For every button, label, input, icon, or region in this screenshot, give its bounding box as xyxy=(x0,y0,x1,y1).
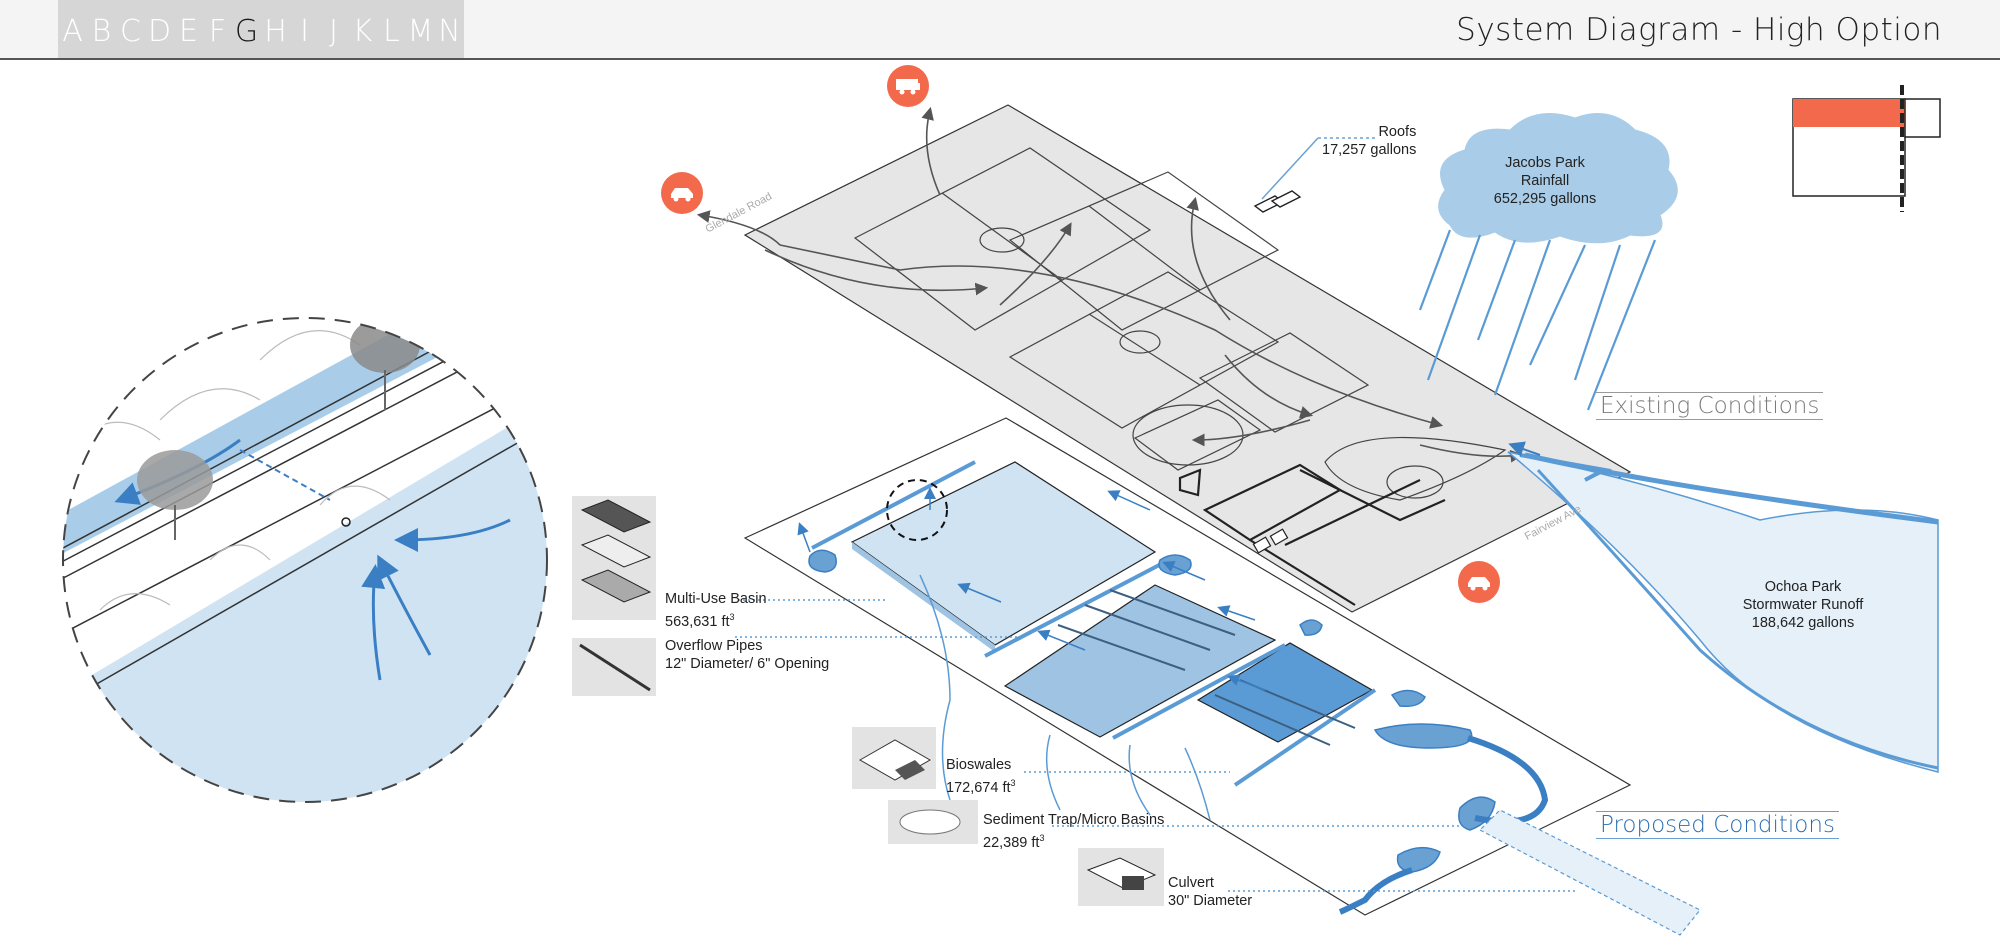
letter-tabs: A B C D E F G H I J K L M N xyxy=(58,0,464,58)
rainfall-line-3: 652,295 gallons xyxy=(1493,191,1597,207)
sediment-trap-label: Sediment Trap/Micro Basins 22,389 ft3 xyxy=(983,811,1164,852)
key-map xyxy=(1792,85,1941,212)
multi-use-basin-label: Multi-Use Basin 563,631 ft3 xyxy=(665,590,767,631)
proposed-plane xyxy=(743,417,1701,936)
car-icon xyxy=(1458,561,1500,603)
roofs-name: Roofs xyxy=(1378,124,1417,140)
rain-cloud xyxy=(1418,113,1678,411)
bioswales-unit-exponent: 3 xyxy=(1010,778,1016,788)
existing-plane xyxy=(696,104,1632,613)
overflow-name: Overflow Pipes xyxy=(665,638,763,654)
bioswales-label: Bioswales 172,674 ft3 xyxy=(946,756,1016,797)
tab-a[interactable]: A xyxy=(62,14,83,49)
tab-i[interactable]: I xyxy=(300,14,309,49)
basin-name: Multi-Use Basin xyxy=(665,591,767,607)
car-icon xyxy=(661,172,703,214)
sediment-name: Sediment Trap/Micro Basins xyxy=(983,812,1165,828)
culvert-name: Culvert xyxy=(1168,875,1214,891)
runoff-line-3: 188,642 gallons xyxy=(1751,615,1855,631)
overflow-pipes-label: Overflow Pipes 12" Diameter/ 6" Opening xyxy=(665,637,829,673)
rv-icon xyxy=(887,65,929,107)
tab-c[interactable]: C xyxy=(120,14,141,49)
basin-unit-exponent: 3 xyxy=(729,612,735,622)
runoff-line-1: Ochoa Park xyxy=(1764,579,1842,595)
culvert-value: 30" Diameter xyxy=(1168,893,1253,909)
basin-value: 563,631 ft xyxy=(665,613,730,630)
runoff-line-2: Stormwater Runoff xyxy=(1742,597,1864,613)
tab-k[interactable]: K xyxy=(352,14,373,49)
overflow-value: 12" Diameter/ 6" Opening xyxy=(665,656,830,672)
tab-g[interactable]: G xyxy=(234,14,259,49)
roofs-label: Roofs 17,257 gallons xyxy=(1322,123,1416,159)
ochoa-runoff xyxy=(1507,441,1939,773)
basin-layers-icon xyxy=(572,496,656,620)
bioswale-icon xyxy=(852,727,936,789)
sediment-unit-exponent: 3 xyxy=(1039,833,1045,843)
tab-h[interactable]: H xyxy=(264,14,287,49)
sediment-value: 22,389 ft xyxy=(983,834,1040,851)
culvert-icon xyxy=(1078,848,1164,906)
top-bar: A B C D E F G H I J K L M N System Diagr… xyxy=(0,0,2000,60)
tab-f[interactable]: F xyxy=(208,14,227,49)
rainfall-line-1: Jacobs Park xyxy=(1505,155,1585,171)
tab-n[interactable]: N xyxy=(438,14,461,49)
runoff-label: Ochoa Park Stormwater Runoff 188,642 gal… xyxy=(1728,578,1878,632)
sediment-trap-icon xyxy=(888,800,978,844)
rainfall-label: Jacobs Park Rainfall 652,295 gallons xyxy=(1480,154,1610,208)
proposed-conditions-label: Proposed Conditions xyxy=(1596,811,1839,839)
bioswales-name: Bioswales xyxy=(946,757,1012,773)
page-title: System Diagram - High Option xyxy=(1456,12,1942,48)
tab-m[interactable]: M xyxy=(407,14,434,49)
overflow-pipe-icon xyxy=(572,638,656,696)
existing-conditions-label: Existing Conditions xyxy=(1596,392,1824,420)
rainfall-line-2: Rainfall xyxy=(1520,173,1570,189)
tab-b[interactable]: B xyxy=(91,14,112,49)
tab-d[interactable]: D xyxy=(147,14,172,49)
roofs-marker xyxy=(1253,190,1302,213)
bioswales-value: 172,674 ft xyxy=(946,779,1011,796)
detail-circle xyxy=(62,317,548,803)
culvert-label: Culvert 30" Diameter xyxy=(1168,874,1252,910)
tab-j[interactable]: J xyxy=(329,14,338,49)
tab-l[interactable]: L xyxy=(383,14,400,49)
tab-e[interactable]: E xyxy=(179,14,198,49)
roofs-value: 17,257 gallons xyxy=(1322,142,1417,158)
